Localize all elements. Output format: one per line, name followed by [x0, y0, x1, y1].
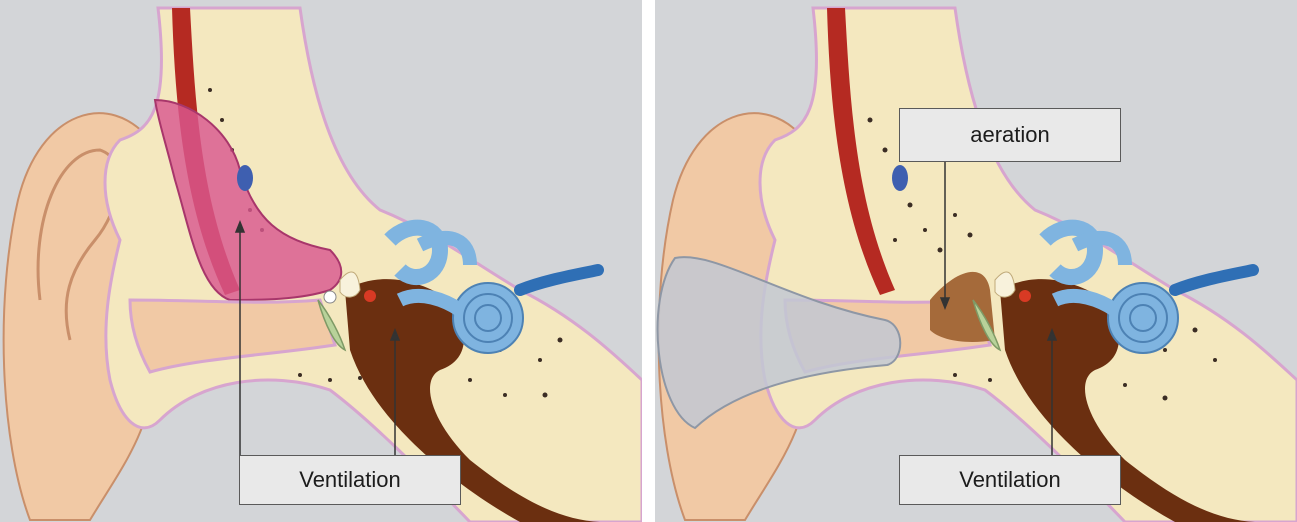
vessel	[892, 165, 908, 191]
label-ventilation-left: Ventilation	[239, 455, 461, 505]
ossicle-malleus	[324, 291, 336, 303]
vessel	[237, 165, 253, 191]
label-text: Ventilation	[959, 467, 1061, 493]
label-text: aeration	[970, 122, 1050, 148]
panel-ventilated-ear: aeration Ventilation	[655, 0, 1297, 522]
label-aeration: aeration	[899, 108, 1121, 162]
label-ventilation-right: Ventilation	[899, 455, 1121, 505]
ear-illustration-left	[0, 0, 642, 522]
label-text: Ventilation	[299, 467, 401, 493]
ossicle-incus	[364, 290, 376, 302]
ear-illustration-right	[655, 0, 1297, 522]
panel-blocked-ear: Ventilation	[0, 0, 642, 522]
ossicle-incus	[1019, 290, 1031, 302]
